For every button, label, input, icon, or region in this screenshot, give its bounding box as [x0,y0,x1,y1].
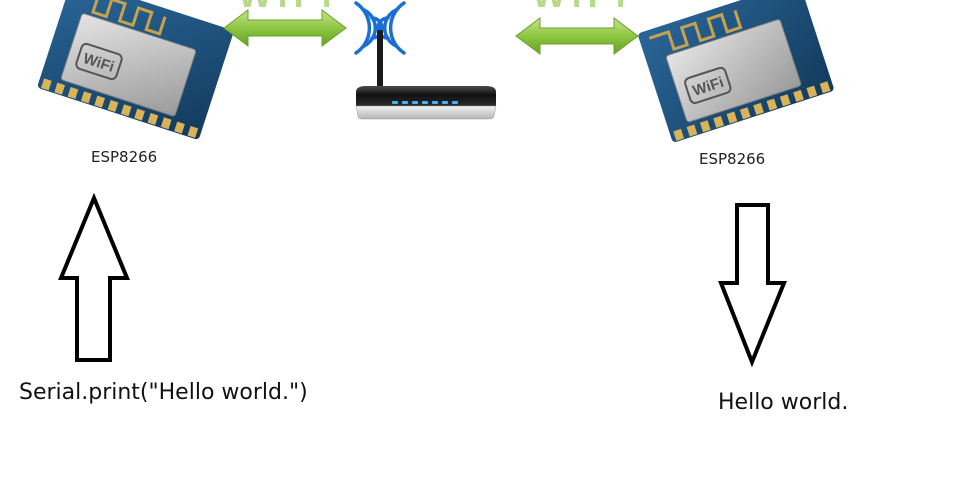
left-esp8266-module: WiFi [37,0,234,140]
left-wifi-link-arrow [223,9,347,47]
router-status-leds [392,101,458,104]
send-up-arrow [58,192,130,362]
sender-code-text: Serial.print("Hello world.") [19,380,308,405]
receiver-output-text: Hello world. [718,390,849,415]
left-link-label: WiFi [238,0,338,16]
wifi-router-icon [354,1,497,120]
module-pins [41,78,199,138]
right-esp8266-module: WiFi [638,0,834,142]
right-module-caption: ESP8266 [699,150,766,168]
left-module-caption: ESP8266 [91,148,158,166]
router-antenna [377,30,383,88]
receive-down-arrow [718,203,787,368]
module-pins [673,81,831,141]
rf-shield [60,13,197,117]
right-link-label: WiFi [532,0,632,16]
right-wifi-link-arrow [515,17,639,55]
rf-shield [665,19,802,123]
antenna-trace [648,9,743,52]
antenna-trace [79,0,167,36]
